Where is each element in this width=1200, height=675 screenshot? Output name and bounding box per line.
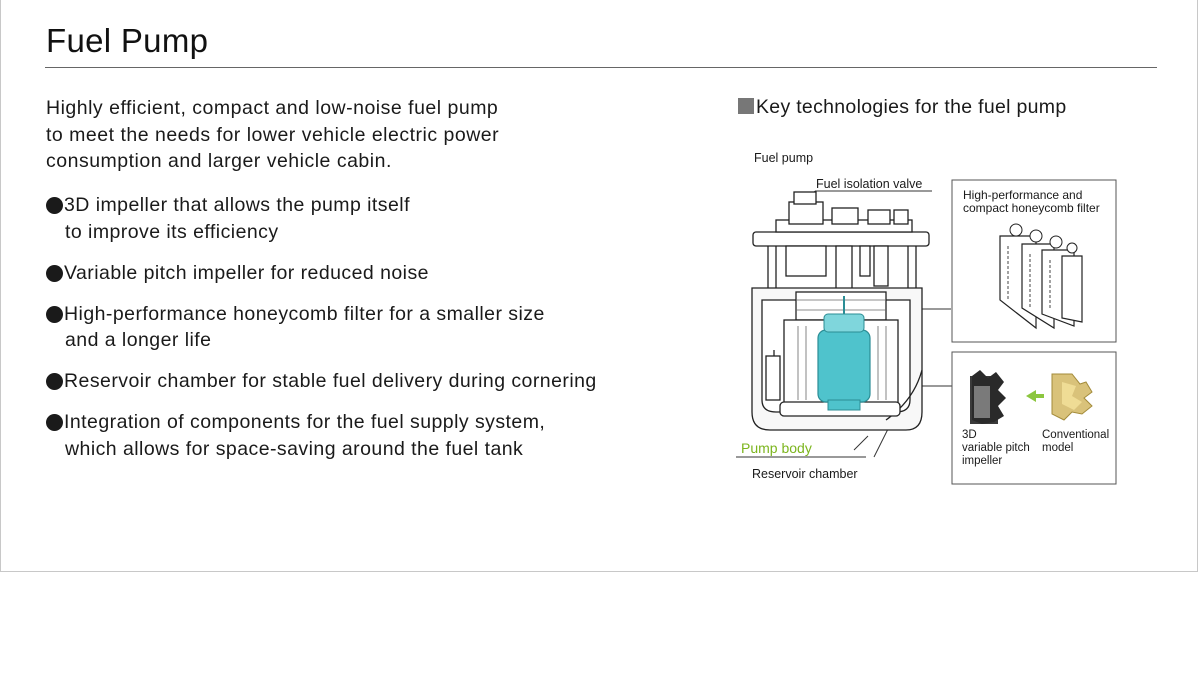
bullet-dot-icon (46, 264, 63, 282)
bullet-dot-icon (46, 373, 63, 390)
feature-item: High-performance honeycomb filter for a … (46, 301, 686, 354)
feature-list: 3D impeller that allows the pump itself … (46, 192, 686, 477)
feature-text: 3D impeller that allows the pump itself (64, 194, 410, 216)
impeller-3d-label-line: 3D (962, 429, 977, 441)
feature-item: 3D impeller that allows the pump itself … (46, 192, 686, 245)
conventional-model-label: Conventional model (1042, 429, 1109, 455)
fuel-pump-illustration (736, 179, 1117, 485)
bullet-dot-icon (46, 197, 63, 214)
intro-line: Highly efficient, compact and low-noise … (46, 97, 499, 119)
fuel-pump-label: Fuel pump (754, 151, 814, 165)
reservoir-chamber-label: Reservoir chamber (752, 467, 858, 481)
bullet-dot-icon (46, 414, 63, 431)
feature-text: Integration of components for the fuel s… (64, 411, 546, 433)
honeycomb-filter-label-line: High-performance and (963, 188, 1083, 202)
key-technologies-heading: Key technologies for the fuel pump (738, 96, 1066, 119)
impeller-3d-label-line: variable pitch (962, 442, 1030, 454)
pump-body-shape (817, 296, 871, 411)
honeycomb-filter-label-line: compact honeycomb filter (963, 201, 1100, 215)
impeller-3d-label-line: impeller (962, 455, 1003, 467)
intro-paragraph: Highly efficient, compact and low-noise … (46, 95, 606, 175)
conventional-model-label-line: model (1042, 442, 1074, 454)
impeller-3d-label: 3D variable pitch impeller (962, 429, 1030, 468)
feature-text: High-performance honeycomb filter for a … (64, 302, 545, 325)
feature-text: Variable pitch impeller for reduced nois… (64, 261, 429, 284)
square-bullet-icon (738, 98, 754, 114)
title-divider (45, 67, 1157, 68)
bullet-dot-icon (46, 305, 63, 323)
feature-text: and a longer life (65, 329, 212, 351)
fuel-pump-diagram: Fuel pump Fuel isolation valve High-perf… (736, 150, 1136, 490)
feature-item: Reservoir chamber for stable fuel delive… (46, 368, 686, 395)
feature-text: to improve its efficiency (65, 220, 279, 243)
intro-line: to meet the needs for lower vehicle elec… (46, 123, 500, 146)
impeller-conventional-shape (1051, 373, 1093, 421)
honeycomb-filter-label: High-performance and compact honeycomb f… (963, 189, 1100, 215)
page-title: Fuel Pump (46, 22, 209, 59)
feature-item: Integration of components for the fuel s… (46, 409, 686, 462)
key-technologies-heading-text: Key technologies for the fuel pump (756, 96, 1067, 118)
intro-line: consumption and larger vehicle cabin. (46, 150, 392, 172)
conventional-model-label-line: Conventional (1042, 429, 1110, 441)
slide: Fuel Pump Highly efficient, compact and … (0, 0, 1198, 572)
blank-footer-area (0, 572, 1200, 675)
impeller-3d-shape (970, 370, 1006, 424)
pump-body-label: Pump body (741, 440, 812, 456)
feature-item: Variable pitch impeller for reduced nois… (46, 260, 686, 287)
feature-text: Reservoir chamber for stable fuel delive… (64, 370, 597, 392)
feature-text: which allows for space-saving around the… (65, 437, 524, 460)
fuel-isolation-valve-label: Fuel isolation valve (816, 177, 923, 191)
